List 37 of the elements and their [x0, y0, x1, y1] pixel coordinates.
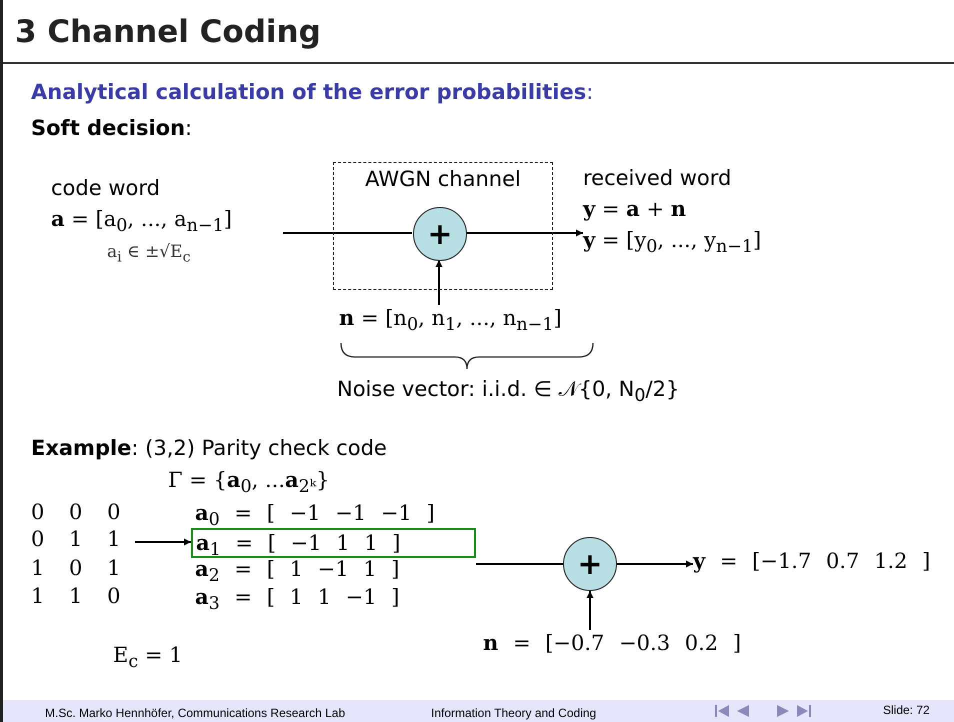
equation: n = [−0.7 −0.3 0.2 ] — [483, 630, 742, 655]
footer-text: Information Theory and Coding — [431, 706, 596, 720]
subheading: Soft decision: — [31, 116, 192, 140]
equation: a$_{i}$ ∈ ±√E$_{c}$ — [107, 242, 190, 266]
example-heading: Example: (3,2) Parity check code — [31, 436, 387, 460]
box-title: AWGN channel — [364, 167, 522, 191]
equation: a = [a$_{0}$, ..., a$_{n−1}$] — [51, 206, 232, 236]
noise-caption: Noise vector: i.i.d. ∈ 𝒩{0, N$_{0}$/2} — [337, 377, 680, 406]
equation: y = a + n — [583, 196, 686, 221]
connector-line — [476, 563, 563, 565]
channel-box — [333, 162, 553, 290]
bit-row: 1 0 1 — [31, 556, 120, 580]
equation: Γ = {a$_{0}$, ...a$_{2ᵏ}$} — [168, 467, 330, 498]
box-label: code word — [51, 176, 160, 200]
equation: n = [n$_{0}$, n$_{1}$, ..., n$_{n−1}$] — [339, 305, 562, 336]
highlight-box — [191, 528, 476, 558]
footer-text: M.Sc. Marko Hennhöfer, Communications Research Lab — [45, 706, 346, 720]
equation: a$_{3}$ = [ 1 1 −1 ] — [195, 584, 400, 614]
connector-line — [283, 232, 412, 234]
arrow — [617, 560, 693, 568]
equation: y = [y$_{0}$, ..., y$_{n−1}$] — [583, 227, 762, 258]
equation: a$_{0}$ = [ −1 −1 −1 ] — [195, 500, 435, 530]
adder-symbol: + — [413, 207, 467, 261]
arrow — [436, 260, 442, 305]
box-label: received word — [583, 166, 732, 190]
arrow — [586, 591, 594, 630]
equation: E$_{c}$ = 1 — [113, 643, 182, 672]
subheading: Analytical calculation of the error probabilities: — [31, 80, 594, 104]
bit-row: 0 1 1 — [31, 527, 120, 551]
footer-text: Slide: 72 — [883, 703, 930, 717]
arrow — [466, 230, 583, 236]
adder-symbol: + — [563, 537, 617, 591]
bit-row: 0 0 0 — [31, 500, 120, 524]
equation: y = [−1.7 0.7 1.2 ] — [693, 548, 930, 573]
bit-row: 1 1 0 — [31, 584, 120, 608]
arrow — [135, 538, 191, 546]
slide-title: 3 Channel Coding — [15, 14, 322, 50]
